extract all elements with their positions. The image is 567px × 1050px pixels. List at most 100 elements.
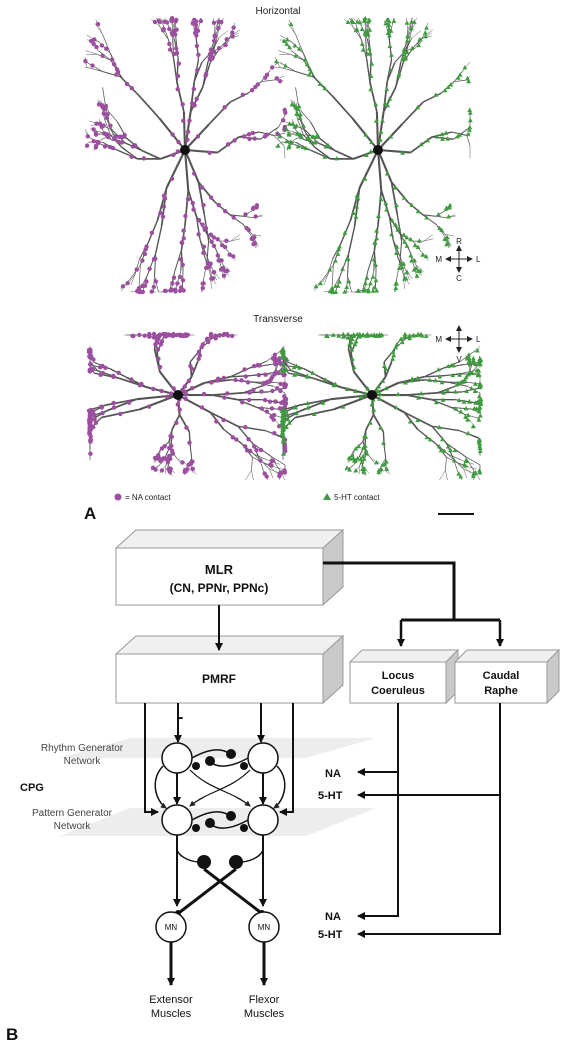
dendrite-segment [106,398,138,412]
na-contact-marker [170,281,175,286]
na-contact-marker [246,227,251,233]
na-contact-marker [219,19,224,25]
na-contact-marker [167,469,172,474]
5ht-contact-marker [407,335,413,341]
na-contact-marker [221,375,226,381]
na-contact-marker [167,26,172,32]
5ht-contact-marker [466,372,471,377]
5ht-contact-marker [327,267,333,272]
dendrite-segment [295,34,304,54]
dendrite-segment [85,50,98,55]
5ht-contact-marker [277,133,283,139]
na-contact-marker [256,372,261,378]
5ht-contact-marker [477,383,482,388]
dendrite-segment [130,274,136,285]
compass-horizontal: R C M L [435,237,481,283]
5ht-contact-marker [436,212,441,217]
5ht-contact-marker [378,196,384,202]
na-label-1: NA [325,768,341,780]
dendrite-segment [467,385,481,394]
na-contact-marker [87,431,93,436]
dendrite-segment [251,470,254,481]
extensor-label-1: Extensor [149,994,193,1006]
5ht-contact-marker [458,474,464,479]
dendrite-segment [333,394,373,411]
5ht-contact-marker [423,34,428,39]
na-contact-marker [223,209,228,214]
5ht-contact-marker [387,43,393,48]
5ht-contact-marker [388,28,394,33]
5ht-contact-marker [415,244,421,249]
dendrite-segment [153,275,155,293]
dendrite-segment [182,111,187,151]
5ht-contact-marker [411,333,416,338]
na-contact-marker [104,115,110,121]
5ht-contact-marker [475,399,480,405]
na-contact-marker [239,378,244,383]
na-contact-marker [165,460,170,465]
panel-b: MLR (CN, PPNr, PPNc) PMRF Locus Coeruleu… [6,528,561,1044]
na-contact-marker [100,53,105,58]
dendrite-segment [300,398,332,412]
5ht-contact-marker [402,56,408,61]
5ht-contact-marker [399,339,405,345]
dendrite-segment [95,19,103,35]
5ht-contact-marker [349,336,355,341]
5ht-contact-marker [477,441,483,446]
na-contact-marker [91,41,96,47]
5ht-contact-marker [455,134,460,139]
5ht-contact-marker [401,232,407,237]
dendrite-segment [310,149,331,160]
dendrite-segment [408,250,415,266]
5ht-contact-marker [289,140,294,145]
dendrite-segment [424,374,446,378]
na-contact-marker [231,215,236,220]
5ht-contact-marker [384,207,389,212]
5ht-contact-marker [380,118,385,123]
na-contact-marker [147,266,152,271]
5ht-contact-marker [358,394,364,399]
dendrite-segment [415,264,424,272]
na-contact-marker [97,121,103,126]
dendrite-segment [375,111,380,151]
5ht-contact-marker [382,101,388,106]
dendrite-segment [382,81,389,113]
pmrf-box: PMRF [114,634,345,705]
na-contact-marker [217,333,222,338]
dendrite-segment [206,240,210,263]
neuron-horizontal-5ht [274,15,473,295]
na-contact-marker [142,251,148,257]
dendrite-segment [424,367,444,378]
5ht-contact-marker [463,463,468,468]
5ht-contact-marker [368,73,374,78]
na-contact-marker [160,214,166,219]
na-contact-marker [277,471,283,476]
na-contact-marker [157,332,162,337]
na-contact-marker [258,458,263,463]
na-contact-marker [176,61,181,66]
dendrite-segment [121,279,131,292]
panel-a-label: A [84,504,96,523]
5ht-contact-marker [307,72,312,77]
5ht-contact-marker [333,381,338,386]
na-contact-marker [269,463,274,468]
5ht-contact-marker [335,251,341,256]
dendrite-segment [288,19,296,35]
na-contact-marker [269,406,275,411]
5ht-contact-marker [407,333,412,338]
dendrite-segment [218,30,228,38]
na-contact-marker [209,239,214,244]
na-contact-marker [168,47,173,52]
na-contact-marker [215,253,220,258]
5ht-contact-marker [467,124,473,130]
dendrite-segment [322,265,334,280]
na-contact-marker [255,362,261,368]
5ht-contact-marker [383,21,389,26]
na-contact-marker [86,347,92,353]
5ht-contact-marker [466,352,472,357]
na-contact-marker [115,69,121,75]
na-contact-marker [88,438,93,443]
dendrite-segment [413,265,421,276]
na-contact-marker [159,339,165,344]
5ht-contact-marker [299,134,304,140]
